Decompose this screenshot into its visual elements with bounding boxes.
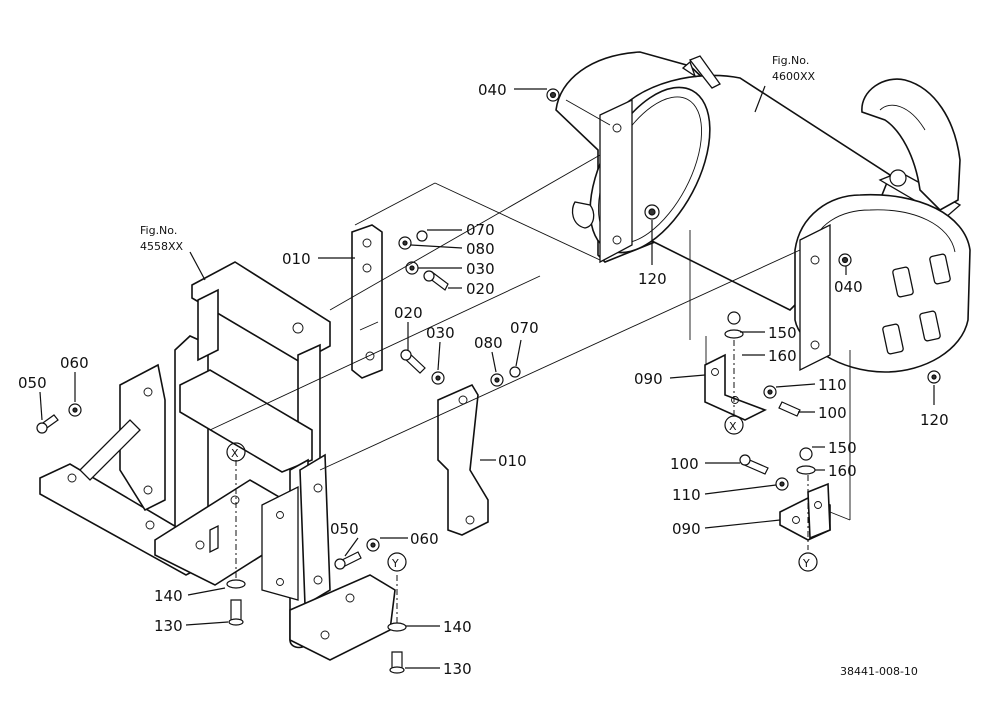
- callout-150[interactable]: 150: [768, 324, 797, 342]
- fig-ref-line2: 4600XX: [772, 70, 816, 83]
- callout-160[interactable]: 160: [768, 347, 797, 365]
- callout-010[interactable]: 010: [498, 452, 527, 470]
- callout-130[interactable]: 130: [154, 617, 183, 635]
- callout-070[interactable]: 070: [466, 221, 495, 239]
- marker-circle: [798, 552, 818, 572]
- callout-050[interactable]: 050: [330, 520, 359, 538]
- callout-130[interactable]: 130: [443, 660, 472, 678]
- callout-160[interactable]: 160: [828, 462, 857, 480]
- bracket-010-upper: [351, 224, 383, 379]
- leader-lines: [39, 85, 935, 669]
- callout-020[interactable]: 020: [466, 280, 495, 298]
- callout-040[interactable]: 040: [834, 278, 863, 296]
- callout-120[interactable]: 120: [638, 270, 667, 288]
- assembly-lines: [209, 99, 851, 625]
- callout-030[interactable]: 030: [466, 260, 495, 278]
- marker-y-right[interactable]: Y: [798, 552, 818, 572]
- callout-060[interactable]: 060: [410, 530, 439, 548]
- callout-090[interactable]: 090: [634, 370, 663, 388]
- callout-020[interactable]: 020: [394, 304, 423, 322]
- marker-letter: X: [231, 447, 239, 460]
- callout-labels: 040 070 080 030 020 010 120 040 020 030 …: [18, 81, 949, 678]
- fig-ref-line1: Fig.No.: [140, 224, 177, 237]
- marker-y-middle[interactable]: Y: [387, 552, 407, 572]
- marker-circle: [387, 552, 407, 572]
- callout-040[interactable]: 040: [478, 81, 507, 99]
- callout-100[interactable]: 100: [818, 404, 847, 422]
- fig-ref-4558[interactable]: Fig.No. 4558XX: [140, 224, 184, 253]
- marker-circle: [724, 415, 744, 435]
- callout-150[interactable]: 150: [828, 439, 857, 457]
- callout-110[interactable]: 110: [672, 486, 701, 504]
- callout-110[interactable]: 110: [818, 376, 847, 394]
- fig-ref-line1: Fig.No.: [772, 54, 809, 67]
- drawing-code: 38441-008-10: [840, 665, 918, 678]
- bracket-090-upper: [704, 353, 767, 421]
- marker-x-right[interactable]: X: [724, 415, 744, 435]
- callout-140[interactable]: 140: [443, 618, 472, 636]
- marker-circle: [226, 442, 246, 462]
- callout-140[interactable]: 140: [154, 587, 183, 605]
- marker-x-left[interactable]: X: [226, 442, 246, 462]
- front-frame: [39, 261, 396, 661]
- callout-120[interactable]: 120: [920, 411, 949, 429]
- callout-050[interactable]: 050: [18, 374, 47, 392]
- fig-ref-4600[interactable]: Fig.No. 4600XX: [772, 54, 816, 83]
- callout-010[interactable]: 010: [282, 250, 311, 268]
- callout-100[interactable]: 100: [670, 455, 699, 473]
- callout-060[interactable]: 060: [60, 354, 89, 372]
- callout-030[interactable]: 030: [426, 324, 455, 342]
- marker-letter: X: [729, 420, 737, 433]
- marker-letter: Y: [802, 557, 810, 570]
- callout-070[interactable]: 070: [510, 319, 539, 337]
- marker-letter: Y: [391, 557, 399, 570]
- bracket-090-lower: [779, 482, 831, 541]
- callout-080[interactable]: 080: [474, 334, 503, 352]
- callout-090[interactable]: 090: [672, 520, 701, 538]
- air-cleaner-assembly: [546, 51, 971, 373]
- callout-080[interactable]: 080: [466, 240, 495, 258]
- fig-ref-line2: 4558XX: [140, 240, 184, 253]
